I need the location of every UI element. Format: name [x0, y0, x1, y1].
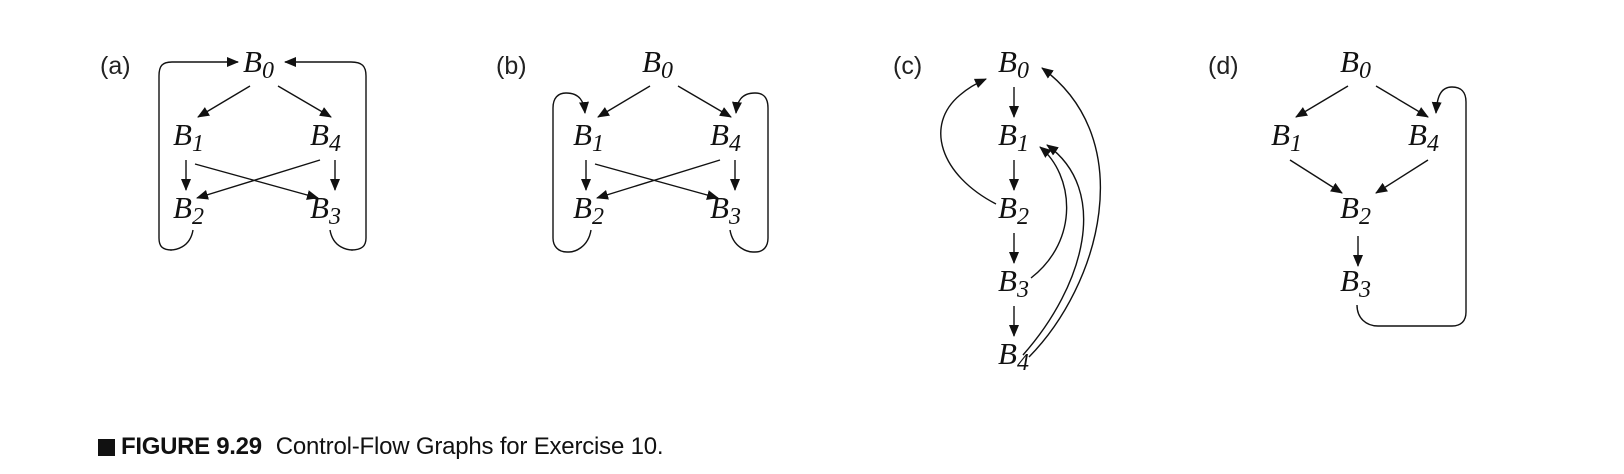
edge-b1-b2 — [1289, 159, 1343, 194]
node-b1: B1 — [1271, 117, 1302, 157]
node-b1: B1 — [573, 117, 604, 157]
edge-b1-b3 — [594, 163, 719, 200]
edge-b2-b0 — [940, 78, 997, 205]
edge-b2-b0 — [158, 57, 239, 251]
edge-b3-b4 — [1356, 86, 1467, 327]
edge-b3-b1 — [1030, 146, 1068, 279]
node-b0: B0 — [243, 44, 274, 84]
node-b2: B2 — [173, 190, 204, 230]
node-b3: B3 — [998, 263, 1029, 303]
edge-b0-b4 — [677, 85, 732, 118]
node-b4: B4 — [998, 336, 1029, 376]
node-b0: B0 — [642, 44, 673, 84]
edge-b1-b3 — [194, 163, 319, 200]
edge-b3-b0 — [284, 57, 367, 251]
edge-b3-b4 — [729, 92, 769, 253]
panel-label: (a) — [100, 52, 131, 80]
node-b4: B4 — [710, 117, 741, 157]
node-b1: B1 — [173, 117, 204, 157]
edge-b4-b1 — [1022, 144, 1085, 356]
edge-b0-b1 — [197, 85, 251, 118]
edge-b0-b4 — [277, 85, 332, 118]
edge-b0-b1 — [1295, 85, 1349, 118]
node-b0: B0 — [998, 44, 1029, 84]
edge-b0-b1 — [597, 85, 651, 118]
panel-d: (d) B0 B1 B4 B2 B3 — [1208, 44, 1467, 327]
node-b0: B0 — [1340, 44, 1371, 84]
node-b3: B3 — [1340, 263, 1371, 303]
node-b3: B3 — [310, 190, 341, 230]
node-b4: B4 — [310, 117, 341, 157]
panel-c: (c) B0 B1 B2 B3 B4 — [893, 44, 1101, 376]
panel-b: (b) B0 B1 B4 B2 B3 — [496, 44, 769, 253]
panel-a: (a) B0 B1 B4 B2 B3 — [100, 44, 367, 251]
node-b2: B2 — [998, 190, 1029, 230]
figure-number: FIGURE 9.29 — [121, 433, 262, 460]
figure-title: Control-Flow Graphs for Exercise 10. — [275, 433, 664, 460]
panel-label: (b) — [496, 52, 527, 80]
node-b2: B2 — [1340, 190, 1371, 230]
edge-b0-b4 — [1375, 85, 1429, 118]
panel-label: (c) — [893, 52, 922, 80]
node-b1: B1 — [998, 117, 1029, 157]
node-b2: B2 — [573, 190, 604, 230]
edge-b4-b2 — [196, 159, 321, 200]
caption-square-icon — [98, 438, 115, 456]
node-b4: B4 — [1408, 117, 1439, 157]
node-b3: B3 — [710, 190, 741, 230]
panel-label: (d) — [1208, 52, 1239, 80]
edge-b4-b2 — [1375, 159, 1429, 194]
edge-b2-b1 — [552, 92, 592, 253]
figure-caption: FIGURE 9.29 Control-Flow Graphs for Exer… — [98, 432, 664, 462]
edge-b4-b0 — [1028, 67, 1101, 358]
edge-b4-b2 — [596, 159, 721, 200]
